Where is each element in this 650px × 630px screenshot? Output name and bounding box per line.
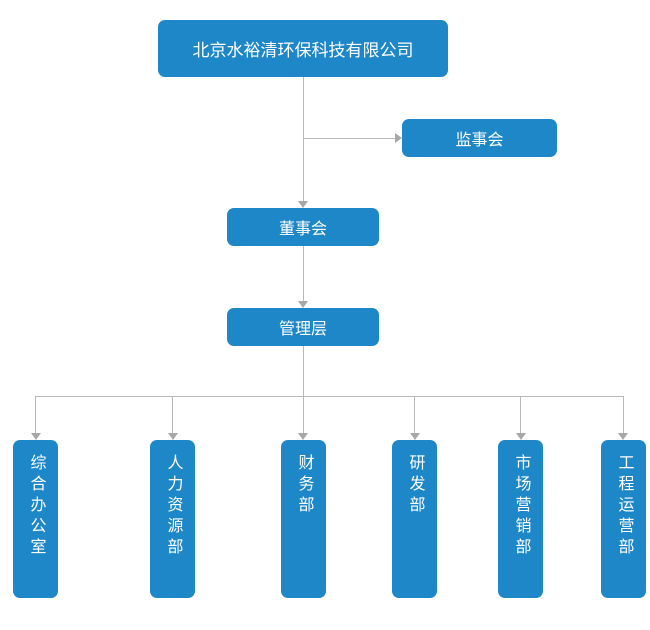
dept-label: 综合办公室 bbox=[27, 454, 45, 559]
org-node-company: 北京水裕清环保科技有限公司 bbox=[158, 20, 448, 77]
dept-label: 研发部 bbox=[406, 454, 424, 517]
dept-label: 人力资源部 bbox=[164, 454, 182, 559]
arrow-down-icon bbox=[168, 433, 178, 440]
org-node-management: 管理层 bbox=[227, 308, 379, 346]
connector-branch-supervisory-line bbox=[303, 138, 395, 139]
org-node-dept-research-development: 研发部 bbox=[392, 440, 437, 598]
org-node-dept-marketing: 市场营销部 bbox=[498, 440, 543, 598]
arrow-down-icon bbox=[31, 433, 41, 440]
dept-label: 财务部 bbox=[295, 454, 313, 517]
connector-department-bus-line bbox=[35, 396, 624, 397]
connector-drop-line bbox=[303, 397, 304, 433]
org-node-dept-engineering-operations: 工程运营部 bbox=[601, 440, 646, 598]
dept-label: 工程运营部 bbox=[615, 454, 633, 559]
arrow-down-icon bbox=[298, 433, 308, 440]
connector-drop-line bbox=[172, 397, 173, 433]
connector-company-to-board-line bbox=[303, 77, 304, 202]
org-node-supervisory-board: 监事会 bbox=[402, 119, 557, 157]
arrow-down-icon bbox=[618, 433, 628, 440]
org-node-dept-finance: 财务部 bbox=[281, 440, 326, 598]
org-node-dept-human-resources: 人力资源部 bbox=[150, 440, 195, 598]
arrow-down-icon bbox=[516, 433, 526, 440]
connector-drop-line bbox=[35, 397, 36, 433]
arrow-right-icon bbox=[395, 133, 402, 143]
org-node-board-of-directors: 董事会 bbox=[227, 208, 379, 246]
connector-drop-line bbox=[520, 397, 521, 433]
connector-board-to-management-line bbox=[303, 246, 304, 302]
arrow-down-icon bbox=[298, 201, 308, 208]
connector-drop-line bbox=[414, 397, 415, 433]
connector-management-to-bus-line bbox=[303, 346, 304, 397]
arrow-down-icon bbox=[410, 433, 420, 440]
connector-drop-line bbox=[623, 397, 624, 433]
dept-label: 市场营销部 bbox=[512, 454, 530, 559]
org-node-dept-general-office: 综合办公室 bbox=[13, 440, 58, 598]
arrow-down-icon bbox=[298, 301, 308, 308]
